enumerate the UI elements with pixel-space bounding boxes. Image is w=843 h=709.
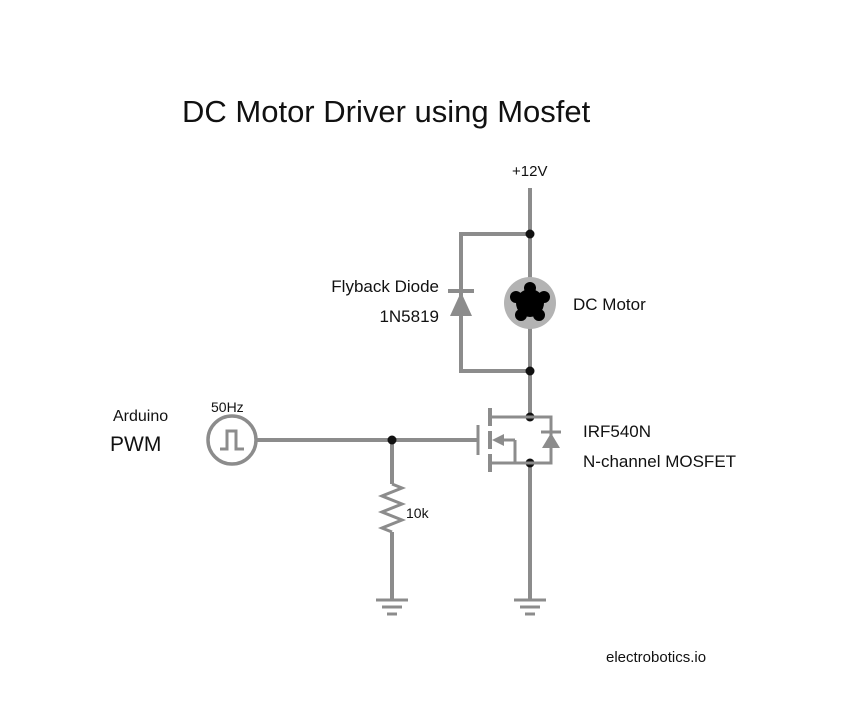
diode-icon — [448, 289, 474, 316]
source-name: Arduino — [113, 408, 168, 425]
mosfet-icon — [476, 408, 561, 472]
motor-label: DC Motor — [573, 295, 646, 314]
diode-name: Flyback Diode — [331, 277, 439, 296]
resistor-icon — [377, 482, 407, 534]
pwm-source-icon — [206, 414, 258, 466]
source-type: PWM — [110, 433, 161, 456]
ground-icon — [376, 598, 408, 616]
credit-text: electrobotics.io — [606, 649, 706, 666]
node-supply-diode — [525, 229, 535, 239]
source-frequency: 50Hz — [211, 399, 244, 415]
resistor-value: 10k — [406, 505, 430, 521]
mosfet-part: IRF540N — [583, 422, 651, 441]
node-gate-resistor — [387, 435, 397, 445]
supply-label: +12V — [512, 163, 547, 180]
diode-part: 1N5819 — [379, 307, 439, 326]
ground-icon — [514, 598, 546, 616]
dc-motor-icon — [504, 277, 556, 329]
diagram-title: DC Motor Driver using Mosfet — [182, 94, 591, 129]
node-motor-diode — [525, 366, 535, 376]
wires — [257, 188, 532, 600]
mosfet-type: N-channel MOSFET — [583, 452, 736, 471]
